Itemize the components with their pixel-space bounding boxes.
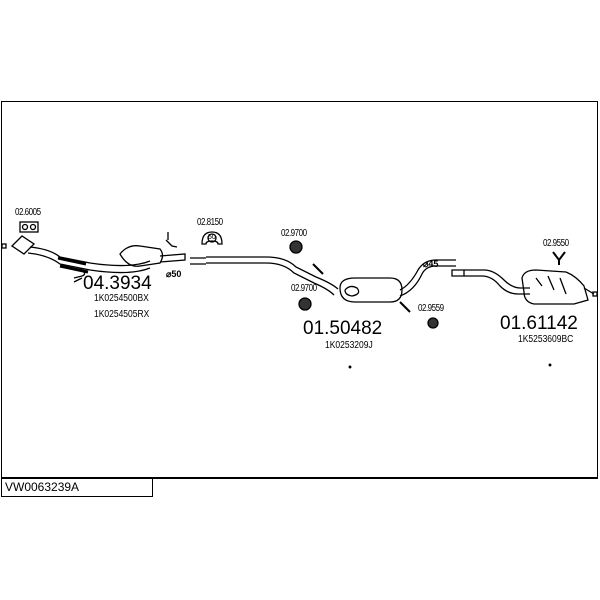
oem-number: 1K0254505RX — [94, 309, 150, 320]
part-number: 04.3934 — [83, 273, 152, 294]
part-number: 01.50482 — [303, 318, 383, 339]
oem-number: 1K0254500BX — [94, 293, 149, 304]
mount-size-label: 50 — [208, 234, 216, 241]
oem-number: 1K5253609BC — [518, 334, 574, 345]
rubber-mount-part-number: 02.9700 — [291, 283, 317, 294]
rear-pipe — [464, 269, 530, 295]
rubber-mount-icon — [552, 251, 566, 265]
rubber-mount-icon — [427, 317, 439, 329]
hanger-bracket — [165, 232, 178, 248]
front-flange — [10, 235, 36, 255]
hanger-rod — [312, 263, 324, 275]
tailpipe — [583, 287, 595, 295]
mount-ring — [207, 233, 217, 243]
muffler-shell-lines — [535, 275, 567, 295]
heat-shield-clip — [73, 267, 86, 283]
dot — [348, 365, 352, 369]
hanger-rod — [399, 301, 411, 313]
downpipe — [27, 246, 151, 274]
gasket-part-number: 02.6005 — [15, 207, 41, 218]
diameter-label: ⌀50 — [166, 269, 182, 279]
rubber-mount-part-number: 02.9550 — [543, 238, 569, 249]
rubber-mount-icon — [298, 297, 312, 311]
rubber-mount-part-number: 02.9559 — [418, 303, 444, 314]
pipe-end-marker — [1, 243, 7, 249]
gasket-hole — [29, 223, 37, 231]
mount-icon — [201, 231, 223, 245]
rear-link-pipe — [399, 259, 456, 297]
rubber-mount-icon — [289, 240, 303, 254]
cat-outlet-pipe — [159, 253, 186, 263]
oem-number: 1K0253209J — [325, 340, 373, 351]
mount-part-number: 02.8150 — [197, 217, 223, 228]
rear-muffler — [521, 269, 589, 305]
diagram-frame — [1, 101, 598, 479]
diameter-label: ⌀45 — [423, 259, 439, 269]
gasket-icon — [19, 221, 39, 233]
rubber-mount-part-number: 02.9700 — [281, 228, 307, 239]
part-number: 01.61142 — [500, 313, 578, 334]
diagram-code: VW0063239A — [1, 478, 153, 497]
sleeve-connector — [451, 269, 465, 277]
dot — [548, 363, 552, 367]
centre-muffler — [339, 277, 403, 303]
muffler-pipe-loop — [344, 285, 360, 297]
middle-pipe — [190, 256, 339, 296]
gasket-hole — [21, 223, 29, 231]
pipe-end-marker — [592, 291, 598, 297]
